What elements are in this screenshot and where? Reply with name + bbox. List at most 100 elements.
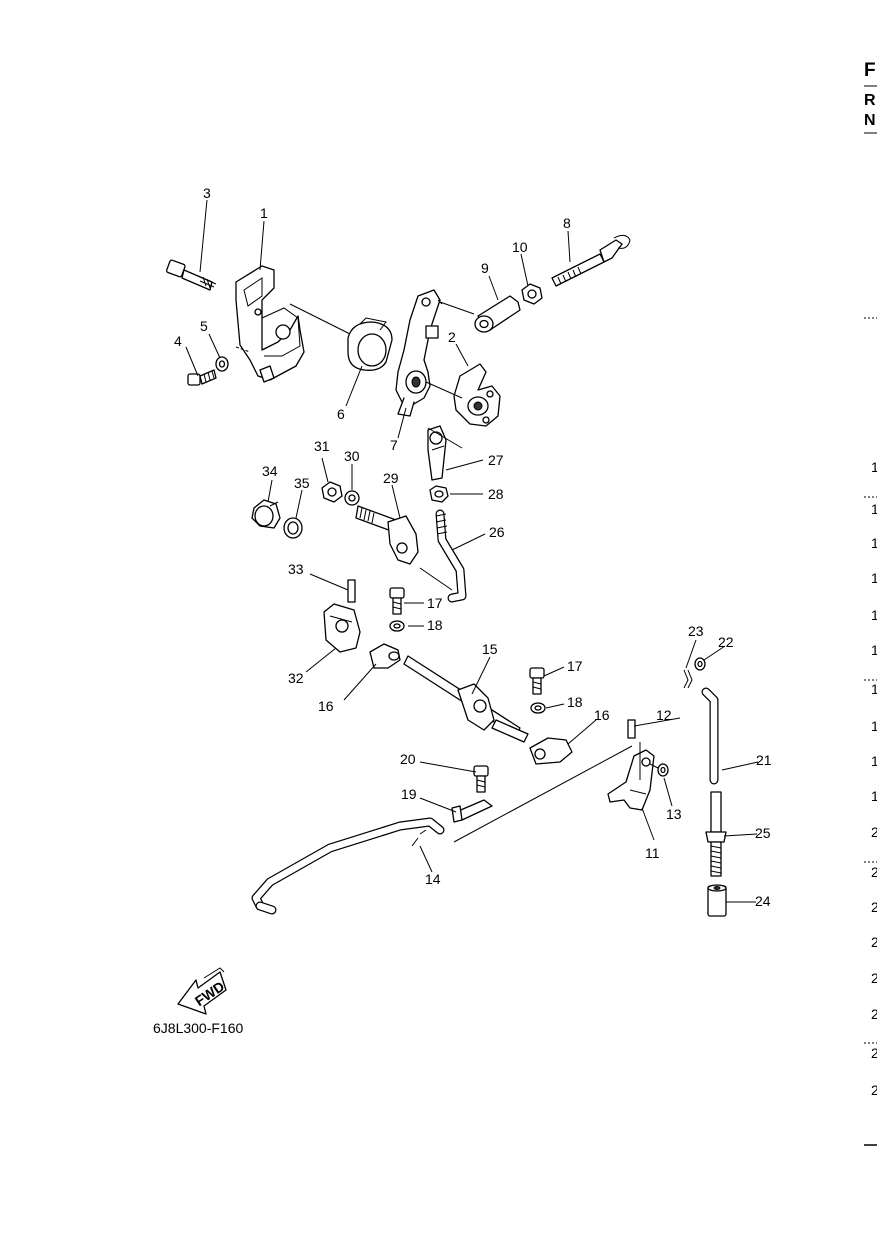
diagram-code: 6J8L300-F160	[153, 1020, 244, 1036]
callout-35: 35	[294, 475, 310, 491]
part-15-main-shaft	[403, 655, 529, 743]
callout-29: 29	[383, 470, 399, 486]
right-edge-strip: F R N 1 1 1 1 1 1 1 1 1 1 2 2 2 2 2 2 2 …	[864, 60, 877, 1146]
part-22-washer	[694, 657, 706, 671]
callout-8: 8	[563, 215, 571, 231]
edge-row-2: 1	[871, 501, 877, 517]
callout-7: 7	[390, 437, 398, 453]
part-31-nut	[321, 481, 343, 503]
part-21-vertical-rod	[701, 687, 719, 785]
edge-row-14: 2	[871, 934, 877, 950]
edge-row-17: 2	[871, 1045, 877, 1061]
part-34-cap	[251, 499, 281, 529]
edge-row-8: 1	[871, 718, 877, 734]
callout-30: 30	[344, 448, 360, 464]
callout-23: 23	[688, 623, 704, 639]
part-19-plate	[451, 799, 493, 823]
edge-header-letter-1: F	[864, 60, 876, 81]
part-35-o-ring	[283, 517, 303, 539]
callout-11: 11	[645, 845, 660, 861]
callout-4: 4	[174, 333, 182, 349]
edge-header-letter-3: N	[864, 112, 876, 129]
callout-25: 25	[755, 825, 771, 841]
part-2-cam-plate	[453, 363, 501, 427]
callout-24: 24	[755, 893, 771, 909]
callout-14: 14	[425, 871, 441, 887]
part-18-washer-right	[530, 702, 546, 714]
part-5-washer	[215, 356, 229, 372]
part-4-bolt	[187, 369, 217, 386]
edge-row-18: 2	[871, 1082, 877, 1098]
edge-row-11: 2	[871, 824, 877, 840]
fwd-arrow-icon: FWD	[177, 967, 227, 1015]
part-30-washer	[344, 490, 360, 506]
edge-row-1: 1	[871, 459, 877, 475]
callout-32: 32	[288, 670, 304, 686]
callout-3: 3	[203, 185, 211, 201]
part-8-threaded-link	[551, 234, 631, 287]
callout-17-right: 17	[567, 658, 583, 674]
part-26-curved-rod	[435, 509, 467, 603]
part-9-rod-end	[474, 295, 521, 333]
callout-34: 34	[262, 463, 278, 479]
part-23-cotter-pin	[683, 669, 693, 689]
callout-12: 12	[656, 707, 672, 723]
callout-15: 15	[482, 641, 498, 657]
edge-row-15: 2	[871, 970, 877, 986]
callout-19: 19	[401, 786, 417, 802]
callout-17-upper: 17	[427, 595, 443, 611]
part-20-bolt	[473, 765, 489, 793]
callout-21: 21	[756, 752, 772, 768]
part-25-threaded-end	[705, 791, 727, 877]
callout-22: 22	[718, 634, 734, 650]
callout-31: 31	[314, 438, 330, 454]
part-11-lever-bracket	[607, 749, 655, 811]
edge-row-6: 1	[871, 642, 877, 658]
part-24-sleeve	[707, 884, 727, 917]
part-27-link-bracket	[427, 425, 447, 481]
callout-2: 2	[448, 329, 456, 345]
callout-numbers: 3 1 4 5 6 7 8 10 9 2 27 28 26 29 30 31 3…	[174, 185, 772, 909]
edge-row-9: 1	[871, 753, 877, 769]
callout-26: 26	[489, 524, 505, 540]
callout-16-right: 16	[594, 707, 610, 723]
callout-9: 9	[481, 260, 489, 276]
part-16-lever-left	[369, 643, 401, 669]
callout-1: 1	[260, 205, 268, 221]
part-18-washer-upper	[389, 620, 405, 632]
assembly-lines	[235, 301, 659, 843]
leader-lines	[185, 199, 759, 903]
part-10-nut	[521, 283, 543, 305]
edge-row-3: 1	[871, 535, 877, 551]
callout-18-upper: 18	[427, 617, 443, 633]
edge-row-10: 1	[871, 788, 877, 804]
part-1-bracket	[235, 265, 305, 383]
edge-row-7: 1	[871, 681, 877, 697]
part-3-bolt	[166, 259, 217, 291]
part-33-pin	[347, 579, 356, 603]
callout-5: 5	[200, 318, 208, 334]
edge-row-13: 2	[871, 899, 877, 915]
part-32-clamp-block	[323, 603, 361, 653]
callout-28: 28	[488, 486, 504, 502]
part-17-bolt-right	[529, 667, 545, 695]
part-14-long-rod	[251, 817, 445, 915]
part-17-bolt-upper	[389, 587, 405, 615]
part-12-pin	[627, 719, 636, 739]
callout-33: 33	[288, 561, 304, 577]
callout-27: 27	[488, 452, 504, 468]
edge-header-letter-2: R	[864, 92, 876, 109]
callout-16-left: 16	[318, 698, 334, 714]
callout-6: 6	[337, 406, 345, 422]
part-28-nut	[429, 485, 449, 503]
callout-18-right: 18	[567, 694, 583, 710]
edge-row-16: 2	[871, 1006, 877, 1022]
callout-10: 10	[512, 239, 528, 255]
part-16-lever-right	[529, 737, 573, 765]
part-7-lever	[395, 289, 443, 417]
part-6-bushing	[347, 317, 393, 371]
part-13-washer	[657, 763, 669, 777]
edge-row-5: 1	[871, 607, 877, 623]
part-29-shaft-lever	[355, 505, 419, 565]
